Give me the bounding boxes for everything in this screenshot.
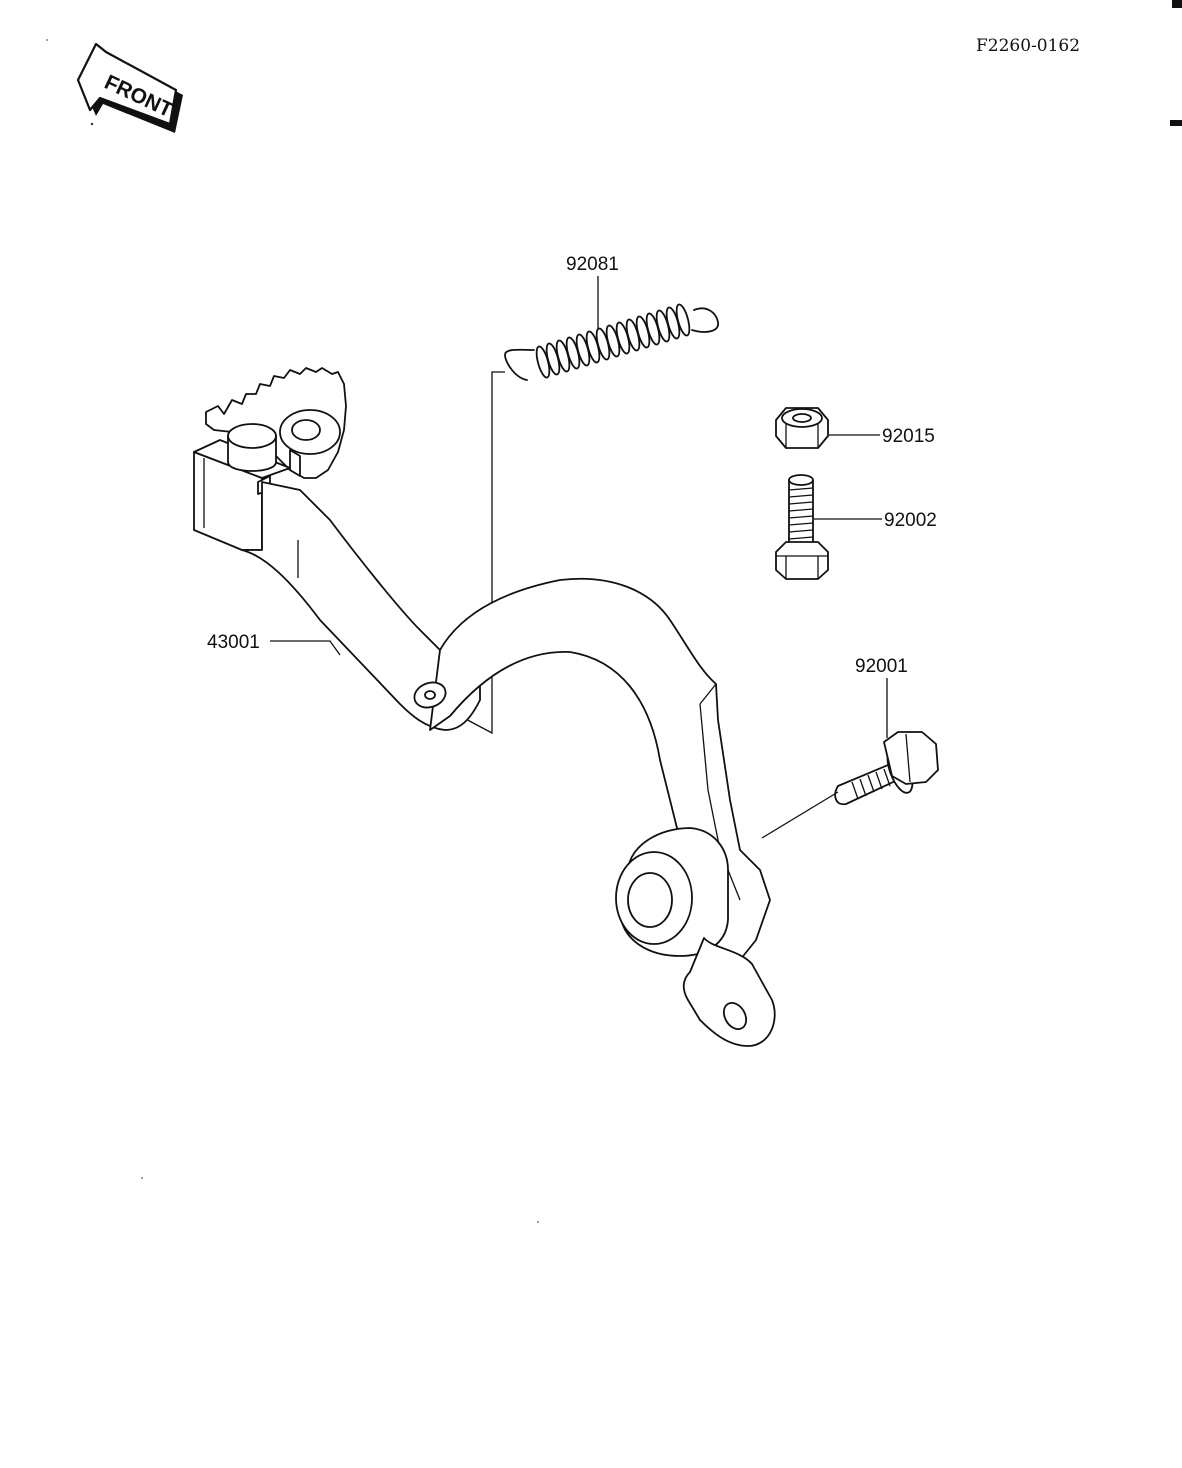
part-number-92002: 92002 (884, 510, 937, 531)
bolt-drawing (775, 474, 829, 580)
flange-bolt-assembly-line (761, 791, 839, 839)
scan-specks (46, 39, 539, 1223)
flange-bolt-drawing (834, 731, 939, 806)
spring-drawing (504, 303, 719, 381)
part-number-92001: 92001 (855, 656, 908, 677)
scan-edge-marks (1170, 0, 1182, 126)
part-number-92081: 92081 (566, 254, 619, 275)
part-number-43001: 43001 (207, 632, 260, 653)
reference-code: F2260-0162 (976, 36, 1080, 56)
front-direction-arrow-icon: FRONT (76, 42, 183, 133)
brake-pedal-drawing (193, 367, 776, 1047)
nut-drawing (775, 407, 829, 449)
brake-pedal-leader-line (270, 640, 341, 656)
part-number-92015: 92015 (882, 426, 935, 447)
